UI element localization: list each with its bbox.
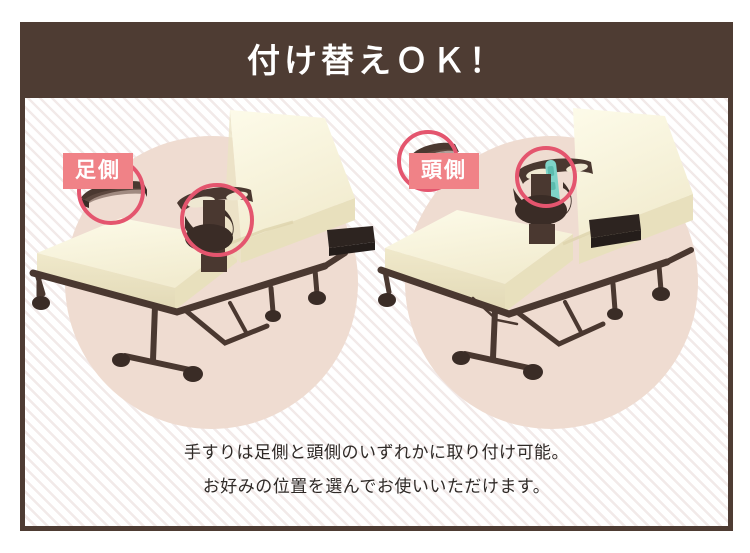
page-title: 付け替えＯＫ！ [247,40,506,80]
mattress-foot-section [385,210,573,312]
product-photo-head-side [377,108,694,380]
casters [32,291,326,382]
casters [378,287,670,380]
caption-line-1: 手すりは足側と頭側のいずれかに取り付け可能。 [184,443,569,463]
bed-frame [29,250,348,373]
striped-background: 足側 [25,98,728,526]
bed-frame [377,247,694,371]
panel-foot-side: 足側 [25,98,376,429]
rear-tray [327,226,375,256]
side-label-head: 頭側 [409,153,479,189]
handrail-highlight-ring [180,183,254,257]
caption-line-2: お好みの位置を選んでお使いいただけます。 [202,477,551,497]
header-banner: 付け替えＯＫ！ [20,22,733,98]
product-photo-foot-side [29,110,375,382]
rear-tray [589,214,641,248]
handrail-highlight-ring [515,146,577,208]
panel-head-side: 頭側 [377,98,728,429]
caption-block: 手すりは足側と頭側のいずれかに取り付け可能。 お好みの位置を選んでお使いいただけ… [25,436,728,504]
side-label-foot: 足側 [63,153,133,189]
